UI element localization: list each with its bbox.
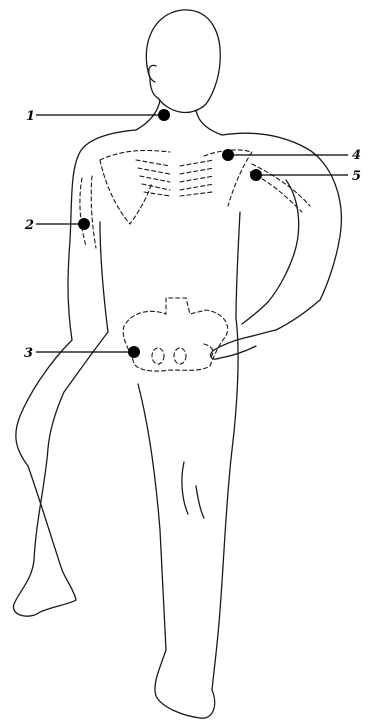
dashed-pelvis <box>123 298 227 371</box>
callout-point-3: 3 <box>24 346 140 361</box>
dashed-clavicle-ribs <box>100 150 252 224</box>
point-marker <box>128 346 140 358</box>
neck-outline <box>136 100 222 135</box>
point-marker <box>78 218 90 230</box>
point-label: 1 <box>26 109 35 124</box>
head-outline <box>146 10 220 113</box>
callout-point-2: 2 <box>24 218 90 233</box>
point-label: 2 <box>24 218 34 233</box>
point-label: 4 <box>352 148 361 163</box>
point-marker <box>158 109 170 121</box>
legs-outline <box>13 318 238 718</box>
point-marker <box>250 169 262 181</box>
dashed-humerus <box>80 164 310 248</box>
point-label: 5 <box>352 169 361 184</box>
point-marker <box>222 149 234 161</box>
point-label: 3 <box>24 346 33 361</box>
